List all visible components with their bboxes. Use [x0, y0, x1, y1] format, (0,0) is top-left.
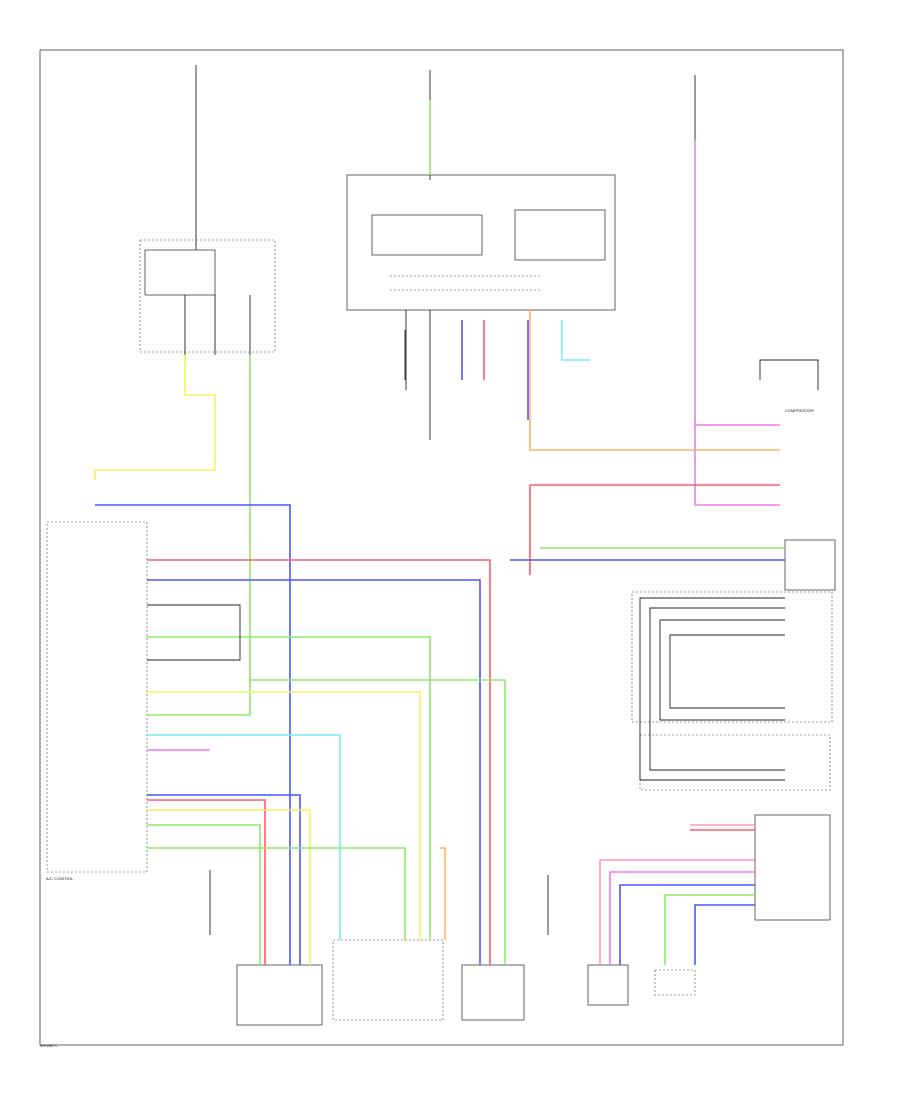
wire-gray-bundle-4 — [669, 634, 785, 709]
diagram-frame — [39, 49, 844, 1046]
blower-relay-block — [139, 65, 276, 355]
wire-green-lower — [147, 824, 261, 965]
wire-red-lower — [147, 799, 266, 965]
ac-control-label: A/C CONTROL — [46, 876, 74, 881]
wire-yellow-lower — [147, 809, 311, 965]
wire-red-main — [147, 559, 491, 965]
wire-yellow-main — [147, 691, 421, 940]
bottom-components — [236, 939, 696, 1026]
wire-gray-bundle-2 — [649, 607, 785, 771]
wire-gray-bundle-1 — [639, 597, 785, 781]
wire-blue-rb — [619, 884, 755, 965]
compressor-label: COMPRESSOR — [785, 408, 814, 413]
wire-magenta — [694, 140, 780, 506]
wire-pink-rb-2 — [599, 859, 755, 965]
wire-gray-misc-3 — [147, 604, 241, 661]
wire-orange — [529, 310, 780, 451]
wire-blue-main — [147, 579, 481, 965]
center-relay-module — [346, 70, 616, 440]
wire-blue-lower — [147, 794, 301, 965]
wire-green-left — [147, 355, 251, 716]
wire-blue-left — [95, 504, 291, 965]
wire-blue-rb-2 — [694, 904, 755, 965]
right-fuse-block — [694, 75, 819, 390]
wire-cyan-top — [561, 320, 590, 361]
footer-code: WFWBTC — [40, 1043, 58, 1048]
wire-green-lower-2 — [147, 847, 406, 940]
wire-green-rb — [664, 894, 755, 965]
wire-magenta-rb — [609, 871, 755, 965]
wire-green-main — [147, 636, 431, 940]
wire-yellow-left — [94, 355, 216, 480]
wire-gray-bundle-3 — [659, 619, 785, 721]
right-sensor-boxes — [631, 539, 836, 921]
ac-control-box — [46, 521, 148, 873]
wire-green-2 — [250, 679, 506, 965]
wire-orange-bottom — [440, 847, 446, 940]
wire-cyan — [147, 734, 341, 940]
